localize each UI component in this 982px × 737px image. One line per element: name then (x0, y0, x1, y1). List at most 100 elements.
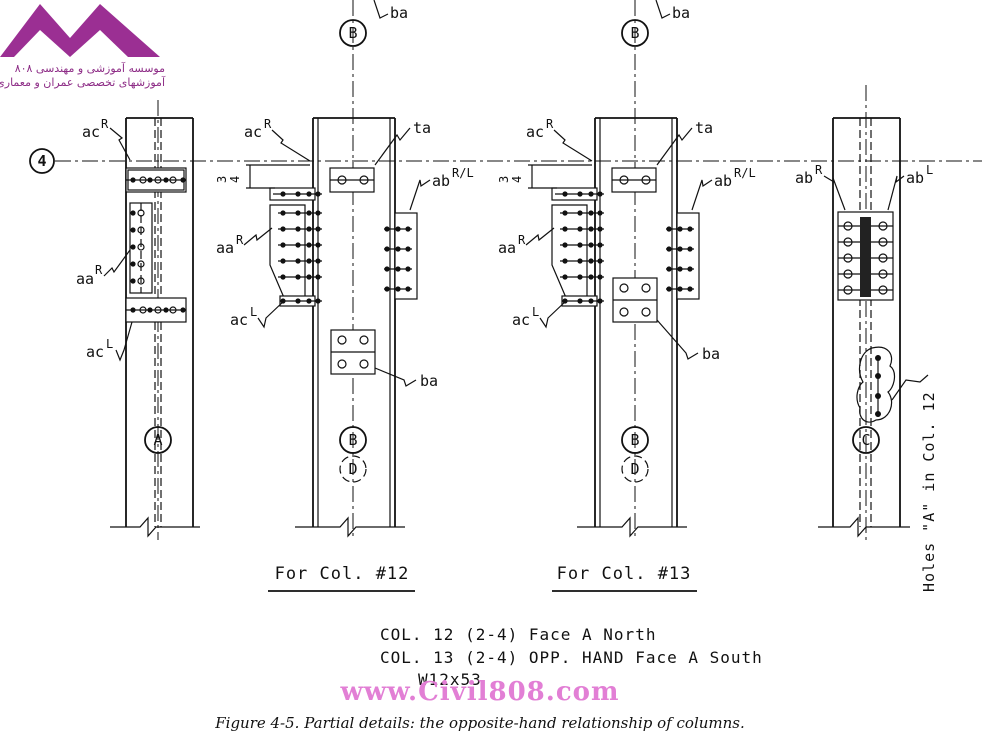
col12-bolt (384, 266, 390, 272)
col13-acR-label: ac (526, 123, 544, 141)
col12-bolt (405, 226, 411, 232)
col13-bolt (577, 274, 583, 280)
col13-bolt (687, 286, 693, 292)
col13-bolt (588, 274, 594, 280)
col12-bolt (395, 246, 401, 252)
col12-bolt (280, 191, 286, 197)
col12-bubble-bottom: B (348, 431, 357, 449)
col13-title: For Col. #13 (557, 564, 692, 584)
col12-bolt (306, 191, 312, 197)
colA-bolt (180, 307, 186, 313)
col12-title: For Col. #12 (275, 564, 410, 584)
watermark-text: www.Civil808.com (339, 677, 619, 707)
colA-acR-label: ac (82, 123, 100, 141)
colA-bolt (130, 227, 136, 233)
col13-bolt (562, 242, 568, 248)
col12-bolt (315, 298, 321, 304)
col12-bolt (306, 298, 312, 304)
colA-acR-sup: R (101, 117, 109, 131)
colA-bolt (180, 177, 186, 183)
col13-abRL-label: ab (714, 172, 732, 190)
col12-abRL-sup: R/L (452, 166, 474, 180)
col12-dim-den: 4 (228, 176, 242, 183)
col12-acL-label: ac (230, 311, 248, 329)
col12-bolt (280, 258, 286, 264)
col12-bolt (384, 246, 390, 252)
col12-bolt (395, 286, 401, 292)
col13-bolt (577, 210, 583, 216)
col13-bolt (597, 258, 603, 264)
col13-bolt (677, 286, 683, 292)
col12-bolt (306, 274, 312, 280)
col13-dim-den: 4 (510, 176, 524, 183)
col13-bolt (562, 210, 568, 216)
col12-dim-num: 3 (215, 176, 229, 183)
col13-acL-sup: L (532, 305, 539, 319)
colA-bolt (147, 177, 153, 183)
col13-bolt (597, 191, 603, 197)
col13-acL-label: ac (512, 311, 530, 329)
col12-bolt (315, 258, 321, 264)
col13-bolt (687, 266, 693, 272)
col12-bolt (280, 226, 286, 232)
col12-bolt (295, 258, 301, 264)
column-12-detail: B ba (215, 0, 474, 592)
col13-bolt (666, 266, 672, 272)
col12-bolt (295, 298, 301, 304)
col12-bolt (295, 242, 301, 248)
colC-abL-sup: L (926, 163, 933, 177)
colA-bolt (147, 307, 153, 313)
col12-bolt (280, 298, 286, 304)
col13-bolt (597, 242, 603, 248)
colA-acL-label: ac (86, 343, 104, 361)
note-line-2: COL. 13 (2-4) OPP. HAND Face A South (380, 648, 763, 667)
col13-bolt (577, 242, 583, 248)
col13-acR-sup: R (546, 117, 554, 131)
col13-bolt (588, 242, 594, 248)
colA-bolt (130, 307, 136, 313)
col13-ba-label: ba (702, 345, 720, 363)
colA-aaR-sup: R (95, 263, 103, 277)
colA-bubble: A (153, 431, 162, 449)
col13-bubble-bottom: B (630, 431, 639, 449)
col12-bolt (315, 274, 321, 280)
col12-bolt (295, 274, 301, 280)
col12-bolt (384, 226, 390, 232)
col13-bolt (562, 226, 568, 232)
col13-bolt (677, 246, 683, 252)
col13-bolt (677, 226, 683, 232)
col12-aaR-label: aa (216, 239, 234, 257)
col13-dim-num: 3 (497, 176, 511, 183)
colA-bolt (163, 307, 169, 313)
col12-ta-label: ta (413, 119, 431, 137)
colA-bolt (130, 261, 136, 267)
col13-bolt (588, 210, 594, 216)
col12-bolt (295, 191, 301, 197)
logo-line-2: آموزشهای تخصصی عمران و معماری (0, 75, 166, 89)
col13-bolt (677, 266, 683, 272)
col13-bolt (562, 274, 568, 280)
col13-bolt (687, 246, 693, 252)
col13-aaR-sup: R (518, 233, 526, 247)
col12-bolt (306, 242, 312, 248)
col13-bolt (588, 226, 594, 232)
col12-bolt (306, 226, 312, 232)
col13-abRL-sup: R/L (734, 166, 756, 180)
col12-bolt (405, 246, 411, 252)
colA-acL-sup: L (106, 337, 113, 351)
col13-bolt (597, 298, 603, 304)
col13-bolt (562, 258, 568, 264)
col12-bolt (395, 266, 401, 272)
note-line-1: COL. 12 (2-4) Face A North (380, 625, 656, 644)
col12-acR-label: ac (244, 123, 262, 141)
col12-bolt (295, 226, 301, 232)
column-13-detail: B ba 3 4 (497, 0, 756, 592)
col12-bolt (315, 226, 321, 232)
col13-ba-top: ba (672, 4, 690, 22)
col12-acL-sup: L (250, 305, 257, 319)
colA-bolt (130, 278, 136, 284)
colC-abR-label: ab (795, 169, 813, 187)
colA-bolt (130, 244, 136, 250)
colA-bolt (163, 177, 169, 183)
